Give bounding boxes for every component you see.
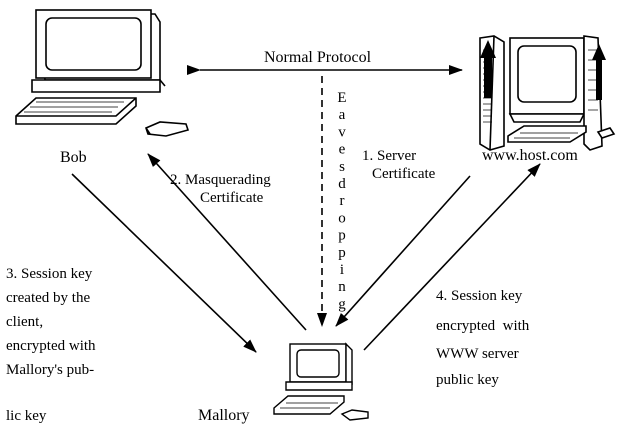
session-key-client-3: client, [6,314,43,330]
eavesdropping-letter: i [340,262,344,278]
eavesdropping-letter: p [338,228,346,244]
mallory-computer-icon [273,342,369,421]
masquerading-certificate-arrow [147,153,307,331]
host-label: www.host.com [482,147,578,164]
server-cert-label-1: 1. Server [362,148,416,164]
server-certificate-arrow [335,175,471,327]
eavesdropping-letter: d [338,176,346,192]
eavesdropping-letter: a [339,107,346,123]
session-key-client-5: Mallory's pub- [6,362,94,378]
server-cert-label-2: Certificate [372,166,436,182]
session-key-client-4: encrypted with [6,338,96,354]
mallory-label: Mallory [198,407,250,424]
session-key-server-4: public key [436,372,499,388]
eavesdropping-letter: p [338,245,346,261]
eavesdropping-letter: n [338,279,346,295]
eavesdropping-letter: g [338,296,346,312]
session-key-client-1: 3. Session key [6,266,93,282]
session-key-server-1: 4. Session key [436,288,523,304]
session-key-client-6: lic key [6,408,47,424]
bob-computer-icon [15,9,190,137]
session-key-server-3: WWW server [436,346,519,362]
eavesdropping-letter: v [338,124,346,140]
bob-label: Bob [60,149,87,166]
arrows [71,65,541,353]
masquerading-label-1: 2. Masquerading [170,172,271,188]
eavesdropping-letter: E [337,90,346,106]
eavesdropping-letter: r [340,193,345,209]
session-key-server-arrow [363,163,541,351]
normal-protocol-label: Normal Protocol [264,49,372,66]
session-key-client-arrow [71,173,257,353]
session-key-client-2: created by the [6,290,90,306]
eavesdropping-letter: o [338,210,346,226]
server-tower-icon [479,35,616,151]
masquerading-label-2: Certificate [200,190,264,206]
eavesdropping-letter: e [339,142,346,158]
server-upload-arrows [480,40,606,100]
session-key-server-2: encrypted with [436,318,530,334]
eavesdropping-letter: s [339,159,345,175]
